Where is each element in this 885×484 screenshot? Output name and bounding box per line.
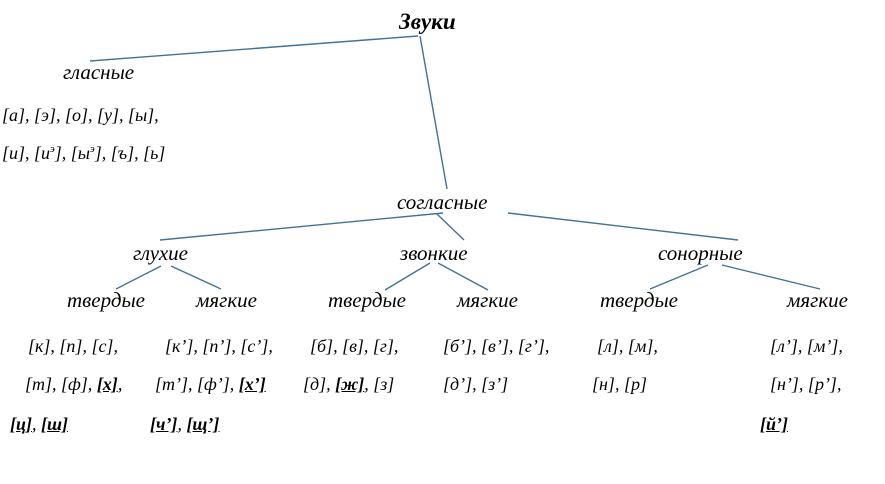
sounds-voiced-hard-line-1: [б], [в], [г], (310, 336, 399, 356)
connector-consonants-voiceless (159, 212, 444, 241)
connector-sounds-consonants (419, 35, 448, 190)
subgroup-label-voiceless-soft: мягкие (196, 288, 258, 312)
sounds-sonorant-hard-line-2: [н], [р] (592, 374, 647, 394)
connector-sonorant-hard (649, 264, 709, 290)
connector-consonants-sonorant (507, 212, 739, 241)
connector-sounds-vowels (89, 35, 419, 62)
subgroup-label-voiced-hard: твердые (328, 288, 406, 312)
connector-voiceless-soft (170, 265, 222, 290)
sounds-sonorant-soft-line-2: [н’], [р’], (770, 374, 842, 394)
subgroup-label-voiceless-hard: твердые (67, 288, 145, 312)
group-label-voiceless: глухие (133, 241, 188, 265)
sounds-sonorant-hard-line-1: [л], [м], (597, 336, 658, 356)
sounds-voiced-soft-line-2: [д’], [з’] (443, 374, 509, 394)
subgroup-label-sonorant-hard: твердые (600, 288, 678, 312)
connector-voiced-soft (437, 262, 489, 291)
connector-consonants-voiced (436, 213, 465, 241)
connector-voiceless-hard (115, 265, 162, 290)
sounds-sonorant-soft-line-1: [л’], [м’], (770, 336, 843, 356)
consonants-label: согласные (397, 190, 488, 214)
vowels-sounds-line-2: [и], [иэ], [ыэ], [ъ], [ь] (2, 143, 166, 163)
vowels-sounds-line-1: [а], [э], [о], [у], [ы], (2, 105, 159, 125)
sounds-voiceless-hard-line-3: [ц], [ш] (10, 414, 68, 434)
vowels-label: гласные (63, 60, 135, 84)
sounds-voiceless-hard-line-1: [к], [п], [с], (28, 336, 118, 356)
connector-voiced-hard (384, 262, 431, 291)
sounds-sonorant-soft-line-3: [й’] (760, 414, 788, 434)
sounds-voiceless-hard-line-2: [т], [ф], [х], (25, 374, 123, 394)
sounds-voiceless-soft-line-1: [к’], [п’], [с’], (165, 336, 273, 356)
group-label-voiced: звонкие (400, 241, 468, 265)
subgroup-label-sonorant-soft: мягкие (787, 288, 849, 312)
sounds-voiceless-soft-line-3: [ч’], [щ’] (150, 414, 220, 434)
sounds-voiced-soft-line-1: [б’], [в’], [г’], (443, 336, 550, 356)
diagram-title: Звуки (399, 9, 456, 34)
subgroup-label-voiced-soft: мягкие (457, 288, 519, 312)
sounds-voiceless-soft-line-2: [т’], [ф’], [х’] (155, 374, 266, 394)
group-label-sonorant: сонорные (658, 241, 743, 265)
sounds-voiced-hard-line-2: [д], [ж], [з] (303, 374, 395, 394)
connector-sonorant-soft (721, 264, 821, 290)
